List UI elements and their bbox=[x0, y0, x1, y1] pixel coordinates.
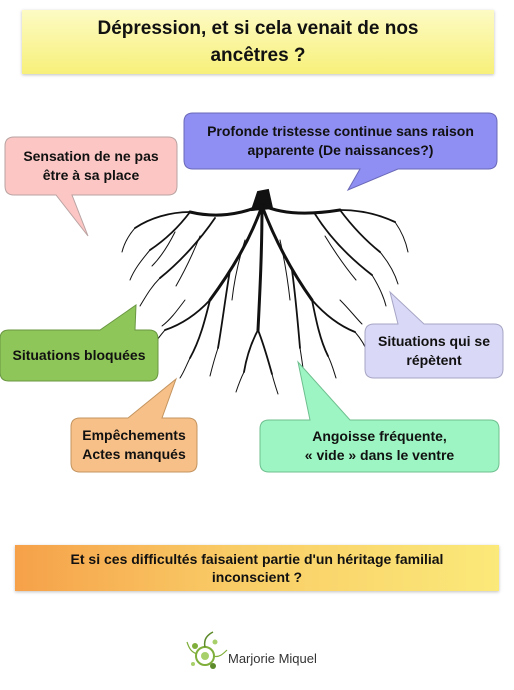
author-logo bbox=[183, 628, 343, 676]
bubble-empechements-line2: Actes manqués bbox=[82, 446, 186, 462]
bubble-empechements-line1: Empêchements bbox=[82, 427, 186, 443]
bubble-angoisse-line1: Angoisse fréquente, bbox=[312, 428, 447, 444]
question-banner: Et si ces difficultés faisaient partie d… bbox=[15, 545, 499, 591]
bubble-tristesse: Profonde tristesse continue sans raison … bbox=[186, 115, 495, 167]
bubble-empechements-shape bbox=[70, 377, 198, 473]
author-name: Marjorie Miquel bbox=[228, 651, 317, 666]
bubble-repetent: Situations qui se répètent bbox=[366, 326, 502, 376]
bubble-tristesse-text: Profonde tristesse continue sans raison … bbox=[207, 123, 474, 158]
bubble-bloquees-text: Situations bloquées bbox=[12, 346, 146, 363]
page-title: Dépression, et si cela venait de nos anc… bbox=[97, 18, 419, 66]
bubble-tristesse-shape bbox=[183, 112, 498, 192]
roots-illustration bbox=[121, 188, 409, 395]
bubble-bloquees-shape bbox=[0, 304, 159, 382]
tree-logo-icon bbox=[186, 631, 228, 669]
bubble-sensation: Sensation de ne pas être à sa place bbox=[8, 140, 174, 192]
question-text: Et si ces difficultés faisaient partie d… bbox=[70, 551, 444, 585]
bubble-sensation-text: Sensation de ne pas être à sa place bbox=[23, 148, 159, 183]
bubble-repetent-text: Situations qui se répètent bbox=[377, 333, 490, 368]
title-banner: Dépression, et si cela venait de nos anc… bbox=[22, 10, 494, 74]
bubble-sensation-shape bbox=[4, 136, 178, 237]
bubble-repetent-shape bbox=[364, 290, 504, 379]
bubble-angoisse: Angoisse fréquente, « vide » dans le ven… bbox=[262, 422, 497, 470]
bubble-angoisse-line2: « vide » dans le ventre bbox=[304, 447, 455, 463]
bubble-angoisse-shape bbox=[259, 360, 500, 473]
bubble-empechements: Empêchements Actes manqués bbox=[72, 420, 196, 470]
bubble-bloquees: Situations bloquées bbox=[2, 331, 156, 379]
